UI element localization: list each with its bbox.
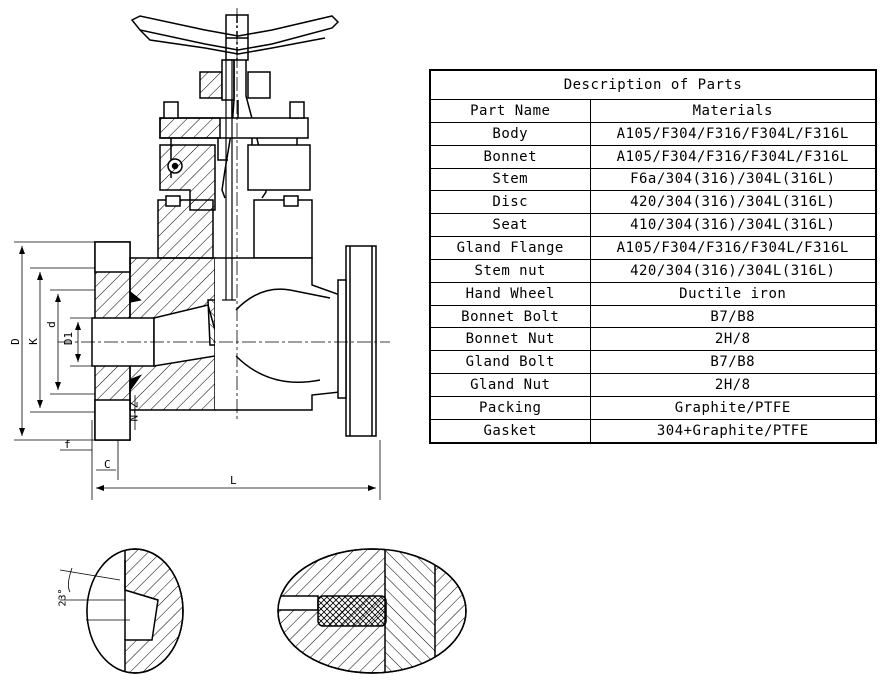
bonnet [157,144,313,259]
detail-gasket [277,548,467,674]
part-name: Bonnet [429,144,591,169]
dim-label-N-Z: N-Z [127,401,141,422]
part-name: Hand Wheel [429,281,591,306]
header-materials: Materials [589,99,877,123]
part-material: 420/304(316)/304L(316L) [589,258,877,283]
part-name: Gland Bolt [429,350,591,375]
part-name: Stem [429,167,591,192]
dim-label-L: L [230,474,237,487]
dimension-arrows [19,246,376,491]
part-name: Bonnet Bolt [429,304,591,329]
dim-label-C: C [104,458,111,471]
part-material: Graphite/PTFE [589,395,877,420]
part-name: Stem nut [429,258,591,283]
dim-label-D1: D1 [62,331,76,346]
part-name: Gland Nut [429,373,591,397]
part-name: Body [429,121,591,146]
detail-weld [59,548,184,674]
part-material: 2H/8 [589,373,877,397]
part-material: A105/F304/F316/F304L/F316L [589,236,877,260]
part-material: A105/F304/F316/F304L/F316L [589,121,877,146]
part-name: Gasket [429,418,591,444]
part-material: Ductile iron [589,281,877,306]
dim-label-D: D [8,338,22,345]
part-name: Disc [429,190,591,215]
part-material: 410/304(316)/304L(316L) [589,213,877,238]
parts-table: Description of Parts Part Name Materials… [429,69,877,444]
stem [222,60,236,301]
part-name: Seat [429,213,591,238]
header-part-name: Part Name [429,99,591,123]
hand-wheel [130,14,340,61]
dim-label-d: d [44,321,58,328]
part-name: Bonnet Nut [429,327,591,352]
center-lines [58,8,390,420]
part-name: Packing [429,395,591,420]
dim-label-K: K [26,338,40,345]
parts-table-title: Description of Parts [429,69,877,100]
angle-label: 23° [57,588,69,607]
dim-label-f: f [64,438,71,451]
valve-body [91,241,377,441]
part-material: F6a/304(316)/304L(316L) [589,167,877,192]
part-material: A105/F304/F316/F304L/F316L [589,144,877,169]
yoke [199,59,271,199]
part-name: Gland Flange [429,236,591,260]
part-material: 304+Graphite/PTFE [589,418,877,444]
part-material: B7/B8 [589,304,877,329]
part-material: B7/B8 [589,350,877,375]
part-material: 2H/8 [589,327,877,352]
part-material: 420/304(316)/304L(316L) [589,190,877,215]
